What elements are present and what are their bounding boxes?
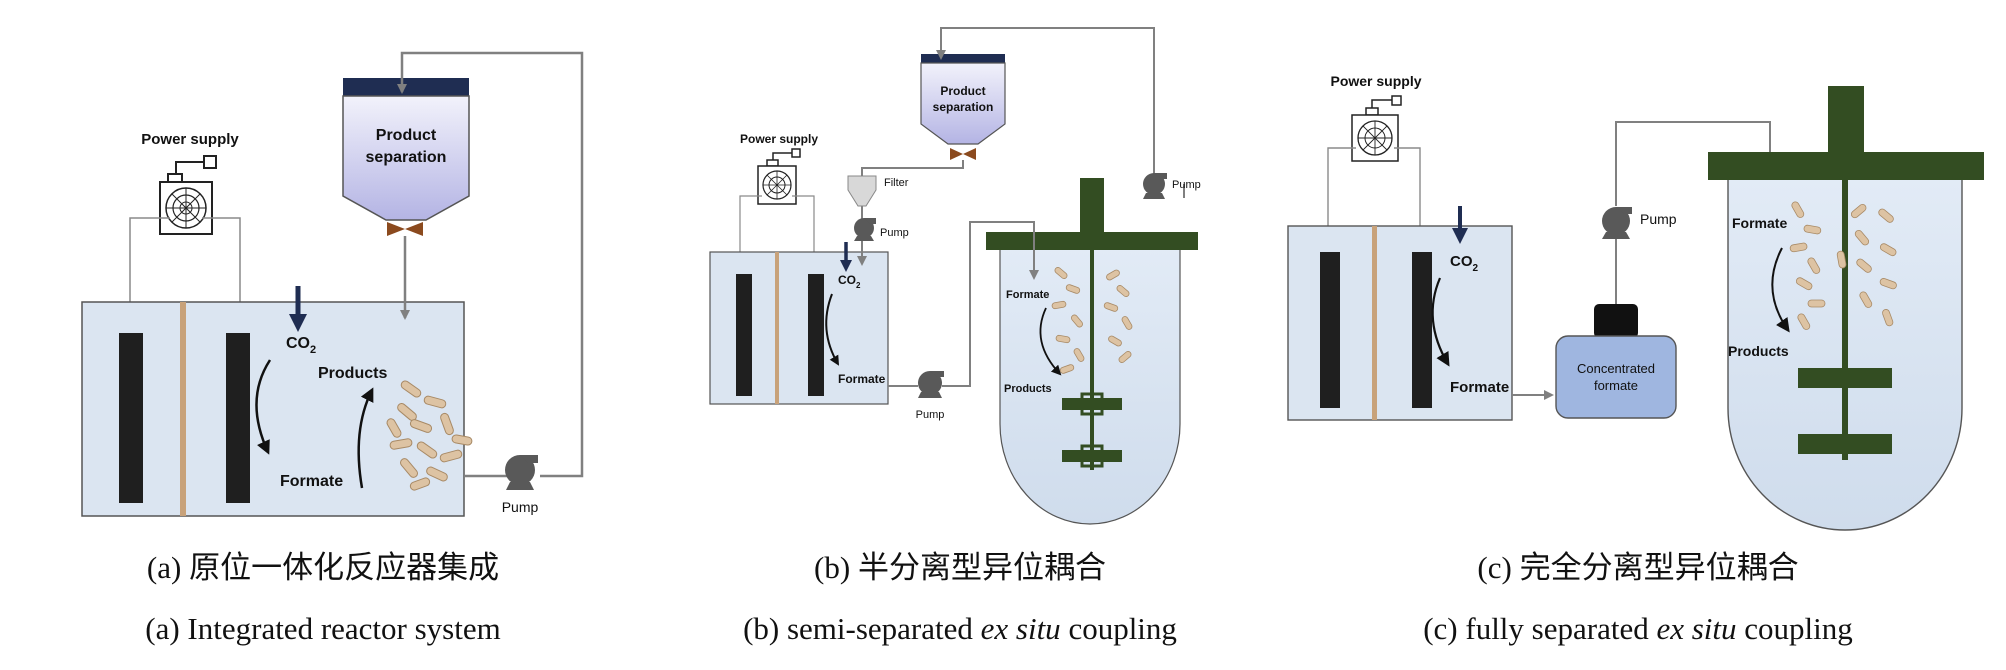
formate-cell-label: Formate bbox=[1450, 379, 1509, 396]
caption-a-cn: (a) 原位一体化反应器集成 bbox=[147, 550, 499, 585]
products-label: Products bbox=[1728, 343, 1789, 359]
concentrated-label-line2: formate bbox=[1594, 378, 1638, 393]
recycle-pipe-top bbox=[936, 27, 1155, 176]
power-wire bbox=[739, 195, 815, 252]
formate-cell-label: Formate bbox=[838, 372, 886, 386]
stirrer-shaft bbox=[1090, 250, 1094, 470]
reaction-arrow-formate-products bbox=[1771, 247, 1790, 333]
electrode-cathode bbox=[226, 333, 250, 503]
co2-label: CO2 bbox=[286, 335, 316, 356]
microbe-cluster bbox=[386, 380, 473, 491]
caption-a-en: (a) Integrated reactor system bbox=[145, 611, 500, 646]
reaction-arrow-co2-formate bbox=[255, 359, 272, 455]
stirrer-shaft bbox=[1842, 180, 1848, 460]
reaction-arrow-co2-formate bbox=[825, 293, 840, 366]
reactor-lid bbox=[1708, 152, 1984, 180]
reactor-lid bbox=[986, 232, 1198, 250]
power-wire bbox=[129, 217, 241, 302]
panel-a: Power supply CO2 Formate Products bbox=[81, 51, 584, 646]
separation-to-filter-pipe bbox=[861, 160, 964, 176]
concentrated-label-line1: Concentrated bbox=[1577, 361, 1655, 376]
formate-tank-label: Formate bbox=[1732, 215, 1787, 231]
caption-b-cn: (b) 半分离型异位耦合 bbox=[814, 550, 1106, 585]
caption-c-en: (c) fully separated ex situ coupling bbox=[1423, 611, 1853, 646]
panel-b: Power supply CO2 Formate Filter Pump Pro… bbox=[709, 27, 1201, 646]
formate-label: Formate bbox=[280, 473, 343, 490]
pump-icon bbox=[1602, 207, 1632, 239]
pump-icon bbox=[918, 371, 944, 398]
separation-label-line1: Product bbox=[940, 84, 985, 98]
pump-icon bbox=[505, 455, 538, 490]
pump-label: Pump bbox=[1640, 211, 1677, 227]
impeller-upper bbox=[1798, 368, 1892, 388]
filter-label: Filter bbox=[884, 177, 909, 189]
electrode-anode bbox=[119, 333, 143, 503]
power-wire bbox=[1327, 147, 1421, 226]
electrode-cathode bbox=[808, 274, 824, 396]
electrode-cathode bbox=[1412, 252, 1432, 408]
pump-icon bbox=[1143, 173, 1167, 199]
impeller-lower bbox=[1062, 450, 1122, 462]
power-supply-icon bbox=[159, 155, 217, 235]
formate-tank-label: Formate bbox=[1006, 289, 1049, 301]
pump-right-label: Pump bbox=[1172, 179, 1201, 191]
recycle-pipe bbox=[1183, 184, 1185, 198]
separation-label-line1: Product bbox=[376, 127, 437, 144]
reaction-arrow-formate-products bbox=[1039, 307, 1062, 376]
microbe-cluster bbox=[1789, 201, 1897, 330]
pump-label: Pump bbox=[502, 499, 539, 515]
pump-filter-label: Pump bbox=[880, 227, 909, 239]
products-label: Products bbox=[318, 365, 387, 382]
power-supply-label: Power supply bbox=[141, 131, 239, 148]
power-supply-icon bbox=[1351, 95, 1402, 162]
membrane bbox=[1372, 226, 1377, 420]
product-separation-vessel bbox=[920, 54, 1006, 145]
power-supply-icon bbox=[757, 148, 801, 205]
panel-c: Power supply CO2 Formate Concentrated fo… bbox=[1287, 73, 1984, 646]
impeller-upper bbox=[1062, 398, 1122, 410]
stirrer-motor bbox=[1080, 178, 1104, 234]
pump-icon bbox=[854, 218, 876, 241]
stirrer-motor bbox=[1828, 86, 1864, 154]
separation-label-line2: separation bbox=[366, 149, 447, 166]
concentrated-formate-tank bbox=[1555, 335, 1677, 419]
electrode-anode bbox=[736, 274, 752, 396]
pump-cell-label: Pump bbox=[916, 409, 945, 421]
formate-feed-pipe bbox=[888, 221, 1034, 387]
co2-label: CO2 bbox=[838, 273, 861, 290]
power-supply-label: Power supply bbox=[1330, 73, 1421, 89]
co2-label: CO2 bbox=[1450, 253, 1479, 274]
reaction-arrow-formate-products bbox=[357, 387, 374, 489]
membrane bbox=[775, 252, 779, 404]
microbe-cluster bbox=[1051, 267, 1133, 374]
caption-b-en: (b) semi-separated ex situ coupling bbox=[743, 611, 1177, 646]
filter-icon bbox=[847, 175, 877, 207]
separation-label-line2: separation bbox=[933, 100, 994, 114]
products-label: Products bbox=[1004, 383, 1052, 395]
caption-c-cn: (c) 完全分离型异位耦合 bbox=[1477, 550, 1798, 585]
membrane bbox=[180, 302, 186, 516]
valve-icon bbox=[387, 222, 423, 236]
power-supply-label: Power supply bbox=[740, 132, 818, 146]
tank-cap bbox=[1594, 304, 1638, 338]
electrode-anode bbox=[1320, 252, 1340, 408]
reaction-arrow-co2-formate bbox=[1431, 277, 1450, 367]
valve-icon bbox=[950, 148, 976, 160]
impeller-lower bbox=[1798, 434, 1892, 454]
